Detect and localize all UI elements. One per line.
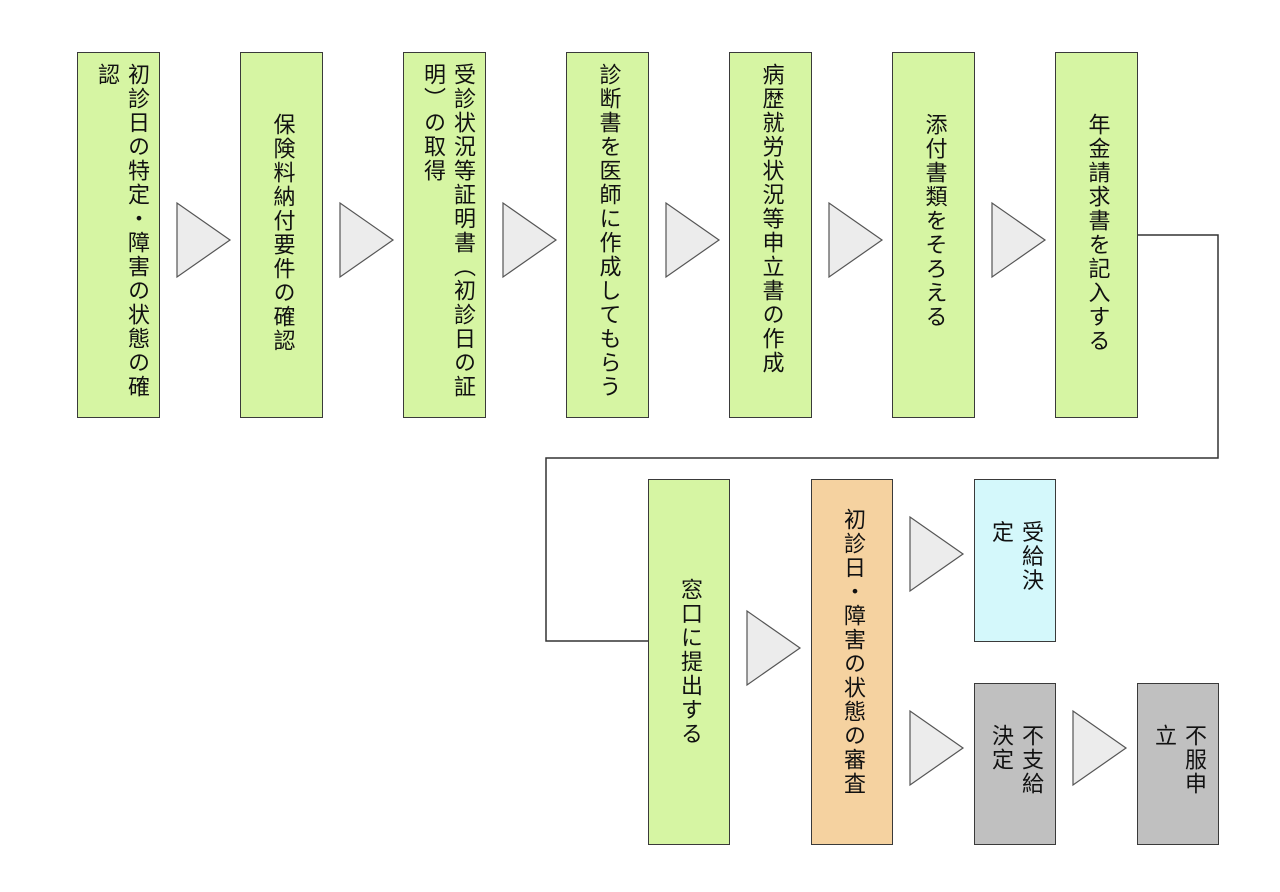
step-premium-payment-check: 保険料納付要件の確認 xyxy=(240,52,323,418)
step-premium-payment-check-label: 保険料納付要件の確認 xyxy=(269,113,295,353)
step-appeal: 不服申立 xyxy=(1137,683,1219,845)
arrow-9-icon xyxy=(909,709,965,787)
step-medical-certificate-label: 診断書を医師に作成してもらう xyxy=(595,63,621,399)
arrow-2-icon xyxy=(339,201,395,279)
step-submit-at-counter: 窓口に提出する xyxy=(648,479,730,845)
arrow-10-icon xyxy=(1072,709,1128,787)
step-review: 初診日・障害の状態の審査 xyxy=(811,479,893,845)
step-consultation-certificate-label: 受診状況等証明書（初診日の証明）の取得 xyxy=(420,63,475,399)
outcome-rejected-label: 不支給決定 xyxy=(988,724,1043,796)
step-medical-history-statement: 病歴就労状況等申立書の作成 xyxy=(729,52,812,418)
step-fill-pension-claim: 年金請求書を記入する xyxy=(1055,52,1138,418)
step-medical-certificate: 診断書を医師に作成してもらう xyxy=(566,52,649,418)
step-appeal-label: 不服申立 xyxy=(1151,724,1206,796)
step-submit-at-counter-label: 窓口に提出する xyxy=(677,578,702,746)
arrow-8-icon xyxy=(909,515,965,593)
step-attach-documents-label: 添付書類をそろえる xyxy=(921,113,947,329)
step-attach-documents: 添付書類をそろえる xyxy=(892,52,975,418)
arrow-3-icon xyxy=(502,201,558,279)
step-consultation-certificate: 受診状況等証明書（初診日の証明）の取得 xyxy=(403,52,486,418)
step-first-visit-confirmation-label: 初診日の特定・障害の状態の確認 xyxy=(94,63,149,399)
arrow-1-icon xyxy=(176,201,232,279)
outcome-approved: 受給決定 xyxy=(974,479,1056,642)
outcome-approved-label: 受給決定 xyxy=(988,520,1043,593)
outcome-rejected: 不支給決定 xyxy=(974,683,1056,845)
arrow-6-icon xyxy=(991,201,1047,279)
step-first-visit-confirmation: 初診日の特定・障害の状態の確認 xyxy=(77,52,160,418)
arrow-7-icon xyxy=(746,609,802,687)
step-fill-pension-claim-label: 年金請求書を記入する xyxy=(1084,113,1110,353)
step-review-label: 初診日・障害の状態の審査 xyxy=(840,508,865,796)
arrow-5-icon xyxy=(828,201,884,279)
step-medical-history-statement-label: 病歴就労状況等申立書の作成 xyxy=(758,63,784,375)
arrow-4-icon xyxy=(665,201,721,279)
